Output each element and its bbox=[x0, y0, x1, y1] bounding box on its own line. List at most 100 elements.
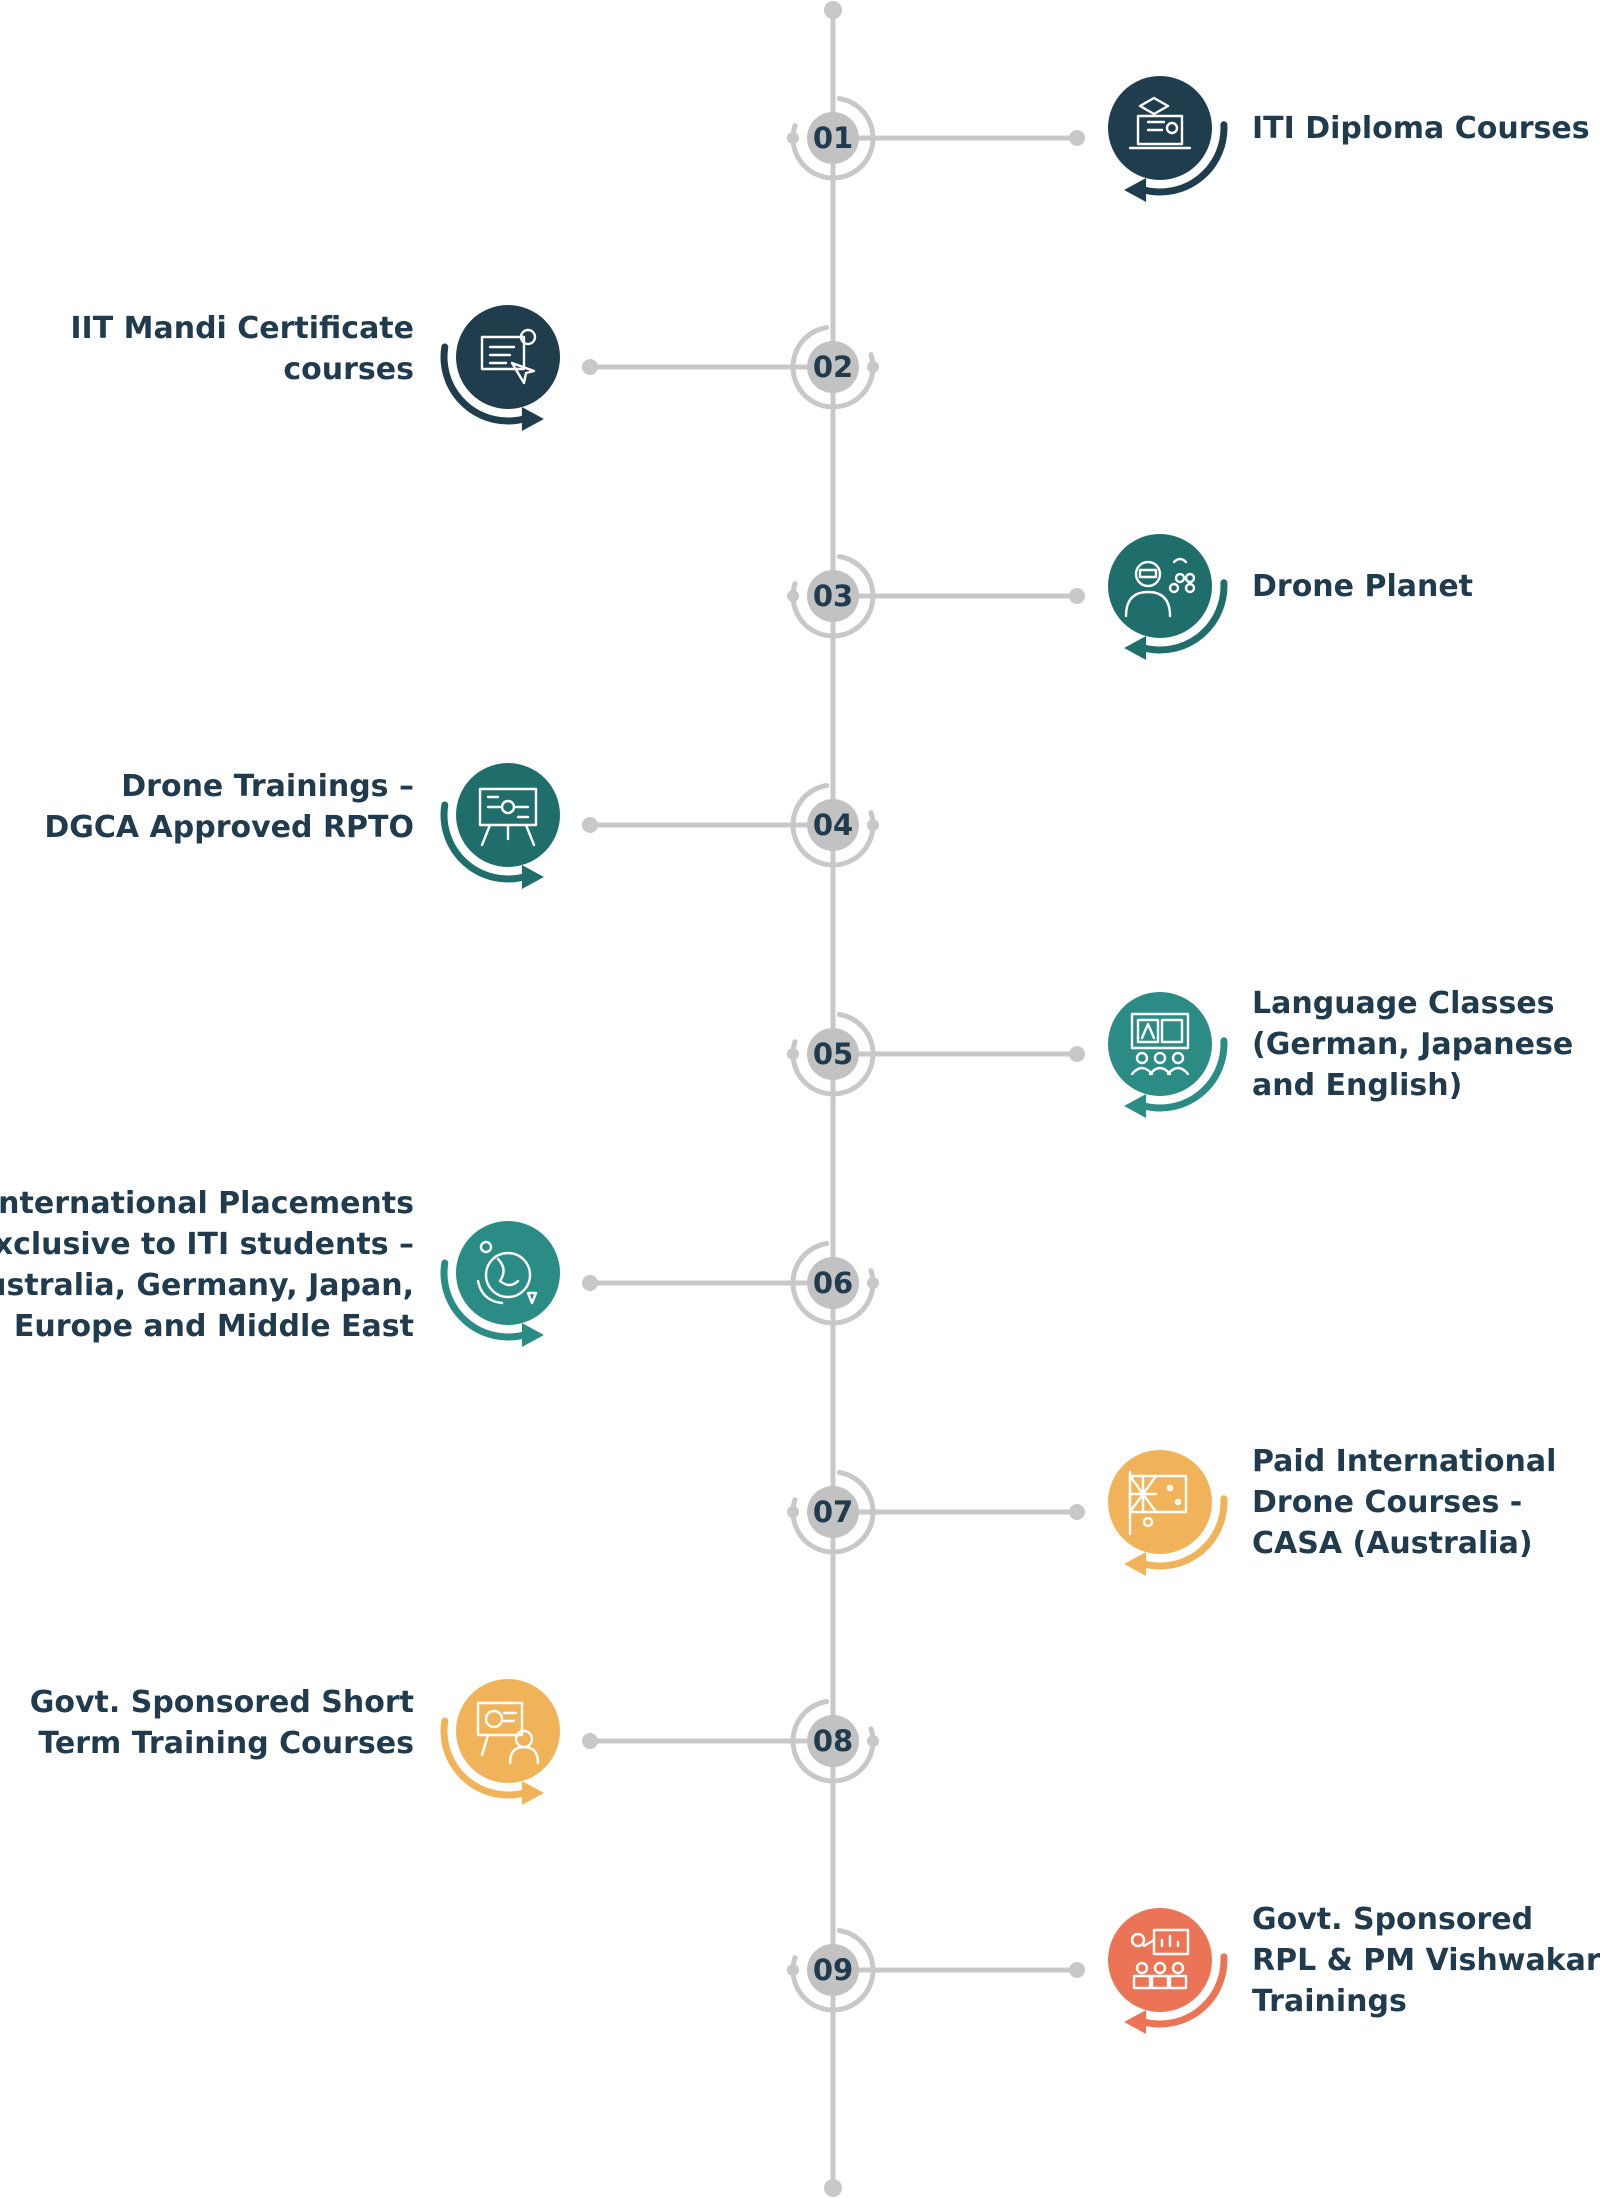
number-ring bbox=[790, 554, 876, 639]
item-label-line: Drone Courses - bbox=[1252, 1485, 1523, 1520]
connector-dot bbox=[1069, 130, 1085, 146]
arrow-head bbox=[521, 1780, 544, 1805]
icon-circle bbox=[456, 1679, 560, 1783]
number-ring bbox=[790, 1699, 876, 1784]
item-label-line: and English) bbox=[1252, 1068, 1463, 1103]
item-label-line: Exclusive to ITI students – bbox=[0, 1227, 414, 1262]
item-label-line: Drone Trainings – bbox=[121, 769, 414, 804]
timeline-end-dot bbox=[824, 2179, 842, 2197]
arrow-arc bbox=[1140, 1037, 1228, 1112]
item-label-line: DGCA Approved RPTO bbox=[44, 810, 414, 845]
number-badge bbox=[807, 1486, 859, 1538]
ring-end-dot bbox=[787, 132, 799, 144]
item-label-line: ITI Diploma Courses bbox=[1252, 111, 1590, 146]
item-label-line: CASA (Australia) bbox=[1252, 1526, 1533, 1561]
australia-flag-icon bbox=[1128, 1470, 1188, 1536]
arrow-head bbox=[521, 864, 544, 889]
ring-end-dot bbox=[787, 1506, 799, 1518]
ring-end-dot bbox=[867, 819, 879, 831]
number-badge bbox=[807, 1715, 859, 1767]
ring-end-dot bbox=[787, 1964, 799, 1976]
graduation-laptop-icon bbox=[1128, 96, 1192, 150]
ring-end-dot bbox=[787, 590, 799, 602]
item-label-line: courses bbox=[283, 352, 414, 387]
arrow-head bbox=[1124, 635, 1147, 660]
certificate-pointer-icon bbox=[480, 328, 537, 385]
step-number: 09 bbox=[813, 1953, 853, 1987]
ring-end-dot bbox=[867, 1277, 879, 1289]
globe-travel-icon bbox=[476, 1240, 538, 1305]
number-ring bbox=[790, 783, 876, 868]
timeline-item: 09 bbox=[787, 1908, 1228, 2034]
item-label-line: Govt. Sponsored Short bbox=[29, 1685, 414, 1720]
arrow-arc bbox=[1140, 1953, 1228, 2028]
number-ring bbox=[790, 1241, 876, 1326]
step-number: 08 bbox=[813, 1724, 853, 1758]
item-label: Drone Trainings – DGCA Approved RPTO bbox=[44, 766, 414, 848]
arrow-head bbox=[1124, 177, 1147, 202]
step-number: 05 bbox=[813, 1037, 853, 1071]
item-label-line: Drone Planet bbox=[1252, 569, 1474, 604]
number-badge bbox=[807, 1944, 859, 1996]
presenter-board-icon bbox=[476, 1701, 540, 1765]
timeline-item: 07 bbox=[787, 1450, 1228, 1576]
step-number: 04 bbox=[813, 808, 853, 842]
item-label: ITI Diploma Courses bbox=[1252, 108, 1590, 149]
connector-dot bbox=[582, 817, 598, 833]
connector-dot bbox=[1069, 1962, 1085, 1978]
arrow-arc bbox=[1140, 1495, 1228, 1570]
number-badge bbox=[807, 799, 859, 851]
timeline-item: 04 bbox=[440, 763, 879, 889]
icon-circle bbox=[1108, 992, 1212, 1096]
number-badge bbox=[807, 341, 859, 393]
number-ring bbox=[790, 1012, 876, 1097]
timeline-item: 02 bbox=[440, 305, 879, 431]
icon-circle bbox=[1108, 1908, 1212, 2012]
number-badge bbox=[807, 112, 859, 164]
arrow-head bbox=[521, 1322, 544, 1347]
number-badge bbox=[807, 1028, 859, 1080]
connector-dot bbox=[582, 1275, 598, 1291]
arrow-arc bbox=[440, 1717, 528, 1799]
icon-circle bbox=[1108, 1450, 1212, 1554]
drone-pilot-icon bbox=[1124, 557, 1196, 618]
connector-dot bbox=[1069, 1046, 1085, 1062]
group-presentation-icon bbox=[1130, 1928, 1190, 1990]
step-number: 07 bbox=[813, 1495, 853, 1529]
arrow-arc bbox=[440, 1259, 528, 1341]
arrow-arc bbox=[440, 801, 528, 883]
item-label-line: Paid International bbox=[1252, 1444, 1557, 1479]
arrow-head bbox=[521, 406, 544, 431]
item-label-line: IIT Mandi Certificate bbox=[70, 311, 414, 346]
arrow-head bbox=[1124, 1551, 1147, 1576]
item-label-line: International Placements bbox=[0, 1186, 414, 1221]
icon-circle bbox=[1108, 534, 1212, 638]
connector-dot bbox=[582, 1733, 598, 1749]
ring-end-dot bbox=[867, 361, 879, 373]
number-ring bbox=[790, 325, 876, 410]
number-ring bbox=[790, 96, 876, 181]
item-label-line: RPL & PM Vishwakarma bbox=[1252, 1943, 1600, 1978]
arrow-arc bbox=[1140, 121, 1228, 196]
timeline-item: 08 bbox=[440, 1679, 879, 1805]
timeline-start-dot bbox=[824, 1, 842, 19]
step-number: 06 bbox=[813, 1266, 853, 1300]
item-label-line: Trainings bbox=[1252, 1984, 1407, 2019]
icon-circle bbox=[1108, 76, 1212, 180]
item-label: IIT Mandi Certificate courses bbox=[70, 308, 414, 390]
item-label-line: Europe and Middle East bbox=[13, 1309, 414, 1344]
arrow-arc bbox=[440, 343, 528, 425]
language-class-icon bbox=[1130, 1012, 1190, 1076]
number-ring bbox=[790, 1470, 876, 1555]
arrow-head bbox=[1124, 2009, 1147, 2034]
connector-dot bbox=[1069, 588, 1085, 604]
number-ring bbox=[790, 1928, 876, 2013]
icon-circle bbox=[456, 1221, 560, 1325]
icon-circle bbox=[456, 763, 560, 867]
